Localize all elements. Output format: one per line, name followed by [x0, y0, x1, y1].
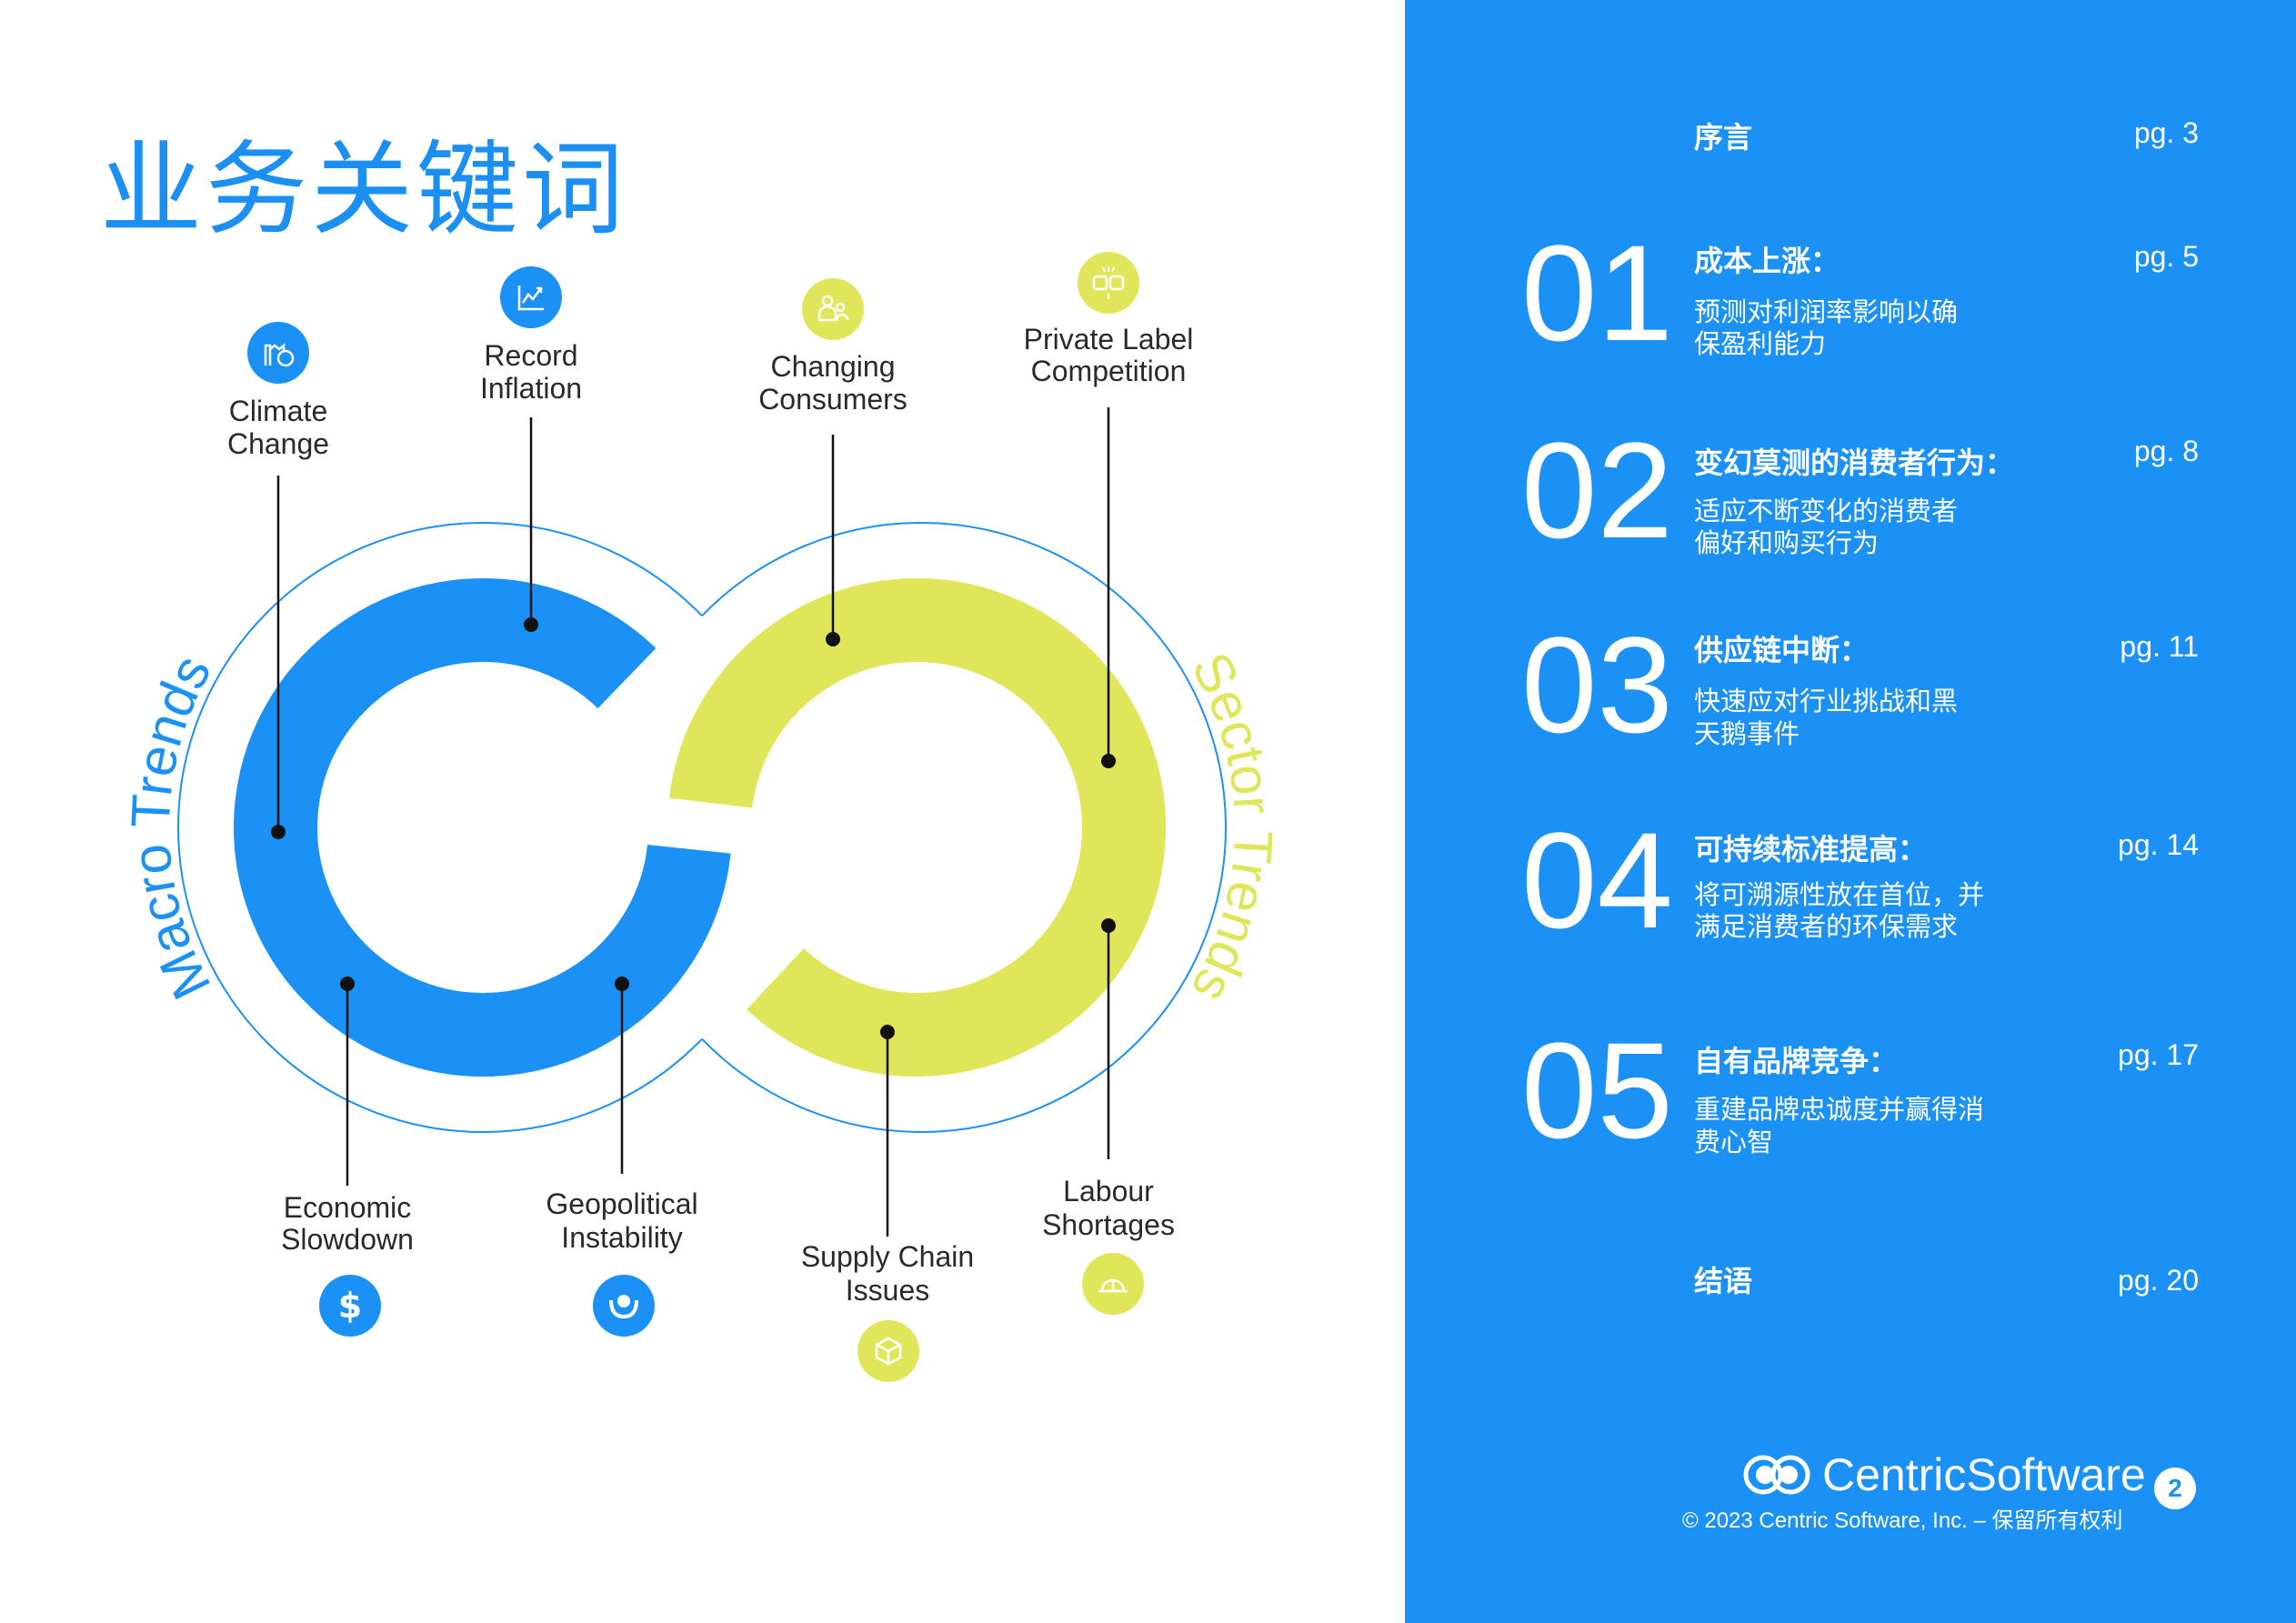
labour-label-2: Shortages — [1042, 1208, 1175, 1241]
factory-dollar-icon — [247, 322, 309, 384]
hardhat-icon — [1082, 1253, 1144, 1315]
supply-label-1: Supply Chain — [801, 1240, 974, 1273]
copyright: © 2023 Centric Software, Inc. – 保留所有权利 — [1682, 1508, 2123, 1533]
dot-supply — [880, 1025, 895, 1039]
toc-item-desc-2: 费心智 — [1694, 1127, 1774, 1157]
table-of-contents: 序言 pg. 3 01 成本上涨： 预测对利润率影响以确 保盈利能力 pg. 5… — [1405, 0, 2296, 1623]
toc-item-desc-1: 预测对利润率影响以确 — [1694, 296, 1959, 327]
toc-item-title[interactable]: 成本上涨： — [1694, 244, 1840, 278]
toc-item-desc-2: 偏好和购买行为 — [1694, 527, 1880, 558]
dot-geopolitical — [615, 977, 629, 991]
centric-logo-icon — [1743, 1455, 1810, 1495]
labour-label-1: Labour — [1063, 1175, 1154, 1207]
private-label-2: Competition — [1031, 355, 1187, 387]
toc-number: 03 — [1521, 608, 1673, 761]
climate-label-1: Climate — [229, 395, 327, 427]
toc-item-title[interactable]: 可持续标准提高： — [1694, 832, 1928, 867]
toc-number: 04 — [1521, 804, 1673, 957]
toc-intro-title[interactable]: 序言 — [1694, 120, 1753, 155]
climate-label-2: Change — [227, 427, 329, 460]
macro-ring — [234, 578, 731, 1077]
toc-number: 05 — [1521, 1014, 1673, 1167]
inflation-label-2: Inflation — [480, 372, 582, 405]
toc-item-desc-1: 将可溯源性放在首位，并 — [1694, 879, 1985, 910]
geopolitical-label-2: Instability — [561, 1221, 682, 1254]
consumers-label-2: Consumers — [758, 383, 907, 416]
toc-item-page[interactable]: pg. 14 — [2118, 828, 2199, 861]
inflation-label-1: Record — [484, 339, 577, 372]
economic-label-1: Economic — [284, 1191, 412, 1224]
trends-diagram: Macro Trends Sector Trends — [120, 252, 1285, 1382]
toc-item-desc-2: 天鹅事件 — [1694, 718, 1800, 749]
dot-inflation — [524, 617, 538, 632]
fists-icon — [1078, 252, 1139, 314]
page-number-badge: 2 — [2154, 1468, 2196, 1509]
economic-label-2: Slowdown — [281, 1223, 414, 1256]
private-label-1: Private Label — [1024, 323, 1194, 356]
people-icon — [802, 278, 864, 340]
toc-outro-title[interactable]: 结语 — [1694, 1264, 1753, 1298]
dot-labour — [1101, 918, 1116, 933]
toc-item-title[interactable]: 供应链中断： — [1694, 633, 1870, 667]
dot-economic — [340, 977, 355, 991]
toc-item-title[interactable]: 变幻莫测的消费者行为： — [1694, 446, 2015, 480]
toc-item-desc-1: 适应不断变化的消费者 — [1694, 496, 1959, 526]
consumers-label-1: Changing — [771, 350, 896, 383]
toc-item-title[interactable]: 自有品牌竞争： — [1694, 1044, 1899, 1078]
box-icon — [857, 1320, 919, 1382]
chart-up-icon — [500, 266, 562, 328]
toc-item-page[interactable]: pg. 8 — [2133, 435, 2199, 467]
centric-logo: CentricSoftware — [1742, 1448, 2146, 1501]
macro-trends-label: Macro Trends — [120, 646, 223, 1009]
logo-text-light: Software — [1966, 1449, 2146, 1500]
svg-text:$: $ — [338, 1286, 362, 1326]
toc-item-page[interactable]: pg. 11 — [2120, 630, 2199, 663]
toc-item-page[interactable]: pg. 5 — [2133, 240, 2199, 273]
toc-item-desc-1: 重建品牌忠诚度并赢得消 — [1694, 1094, 1985, 1125]
toc-number: 02 — [1521, 414, 1673, 566]
toc-item-desc-1: 快速应对行业挑战和黑 — [1694, 686, 1959, 716]
toc-item-desc-2: 满足消费者的环保需求 — [1694, 911, 1959, 942]
hand-globe-icon — [593, 1275, 655, 1337]
dollar-down-icon: $ — [319, 1275, 381, 1337]
outline-right — [701, 522, 1227, 1133]
toc-intro-page[interactable]: pg. 3 — [2133, 116, 2199, 149]
dot-climate — [271, 825, 286, 839]
toc-outro-page[interactable]: pg. 20 — [2118, 1264, 2199, 1297]
logo-text-bold: Centric — [1822, 1449, 1967, 1500]
dot-private — [1101, 754, 1116, 768]
page-title: 业务关键词 — [100, 131, 627, 249]
toc-item-page[interactable]: pg. 17 — [2118, 1038, 2199, 1071]
dot-consumers — [826, 632, 840, 646]
supply-label-2: Issues — [846, 1274, 929, 1307]
geopolitical-label-1: Geopolitical — [546, 1187, 697, 1220]
toc-item-desc-2: 保盈利能力 — [1694, 328, 1827, 359]
outline-left — [177, 522, 703, 1133]
sector-trends-label: Sector Trends — [1180, 643, 1285, 1013]
sector-ring — [668, 578, 1166, 1077]
toc-number: 01 — [1521, 216, 1673, 369]
